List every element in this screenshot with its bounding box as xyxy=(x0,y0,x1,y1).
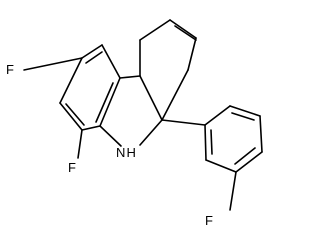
ring-d-bond-3 xyxy=(259,115,263,153)
ring-d-bond-2 xyxy=(229,105,261,117)
atom-label-fluorine-top: F xyxy=(6,62,14,77)
f-phenyl-bond xyxy=(229,171,237,211)
ring-a-bond-2 xyxy=(101,44,121,79)
ring-c-bond-3 xyxy=(169,19,197,39)
ring-d-bond-5 xyxy=(205,159,237,173)
ring-d-double-1 xyxy=(231,112,255,121)
ring-d-double-2 xyxy=(234,147,256,165)
ring-d-bond-1 xyxy=(204,105,231,126)
ring-b-bond-1 xyxy=(99,125,122,147)
atom-label-fluorine-bottom: F xyxy=(68,160,76,175)
atom-label-fluorine-phenyl: F xyxy=(205,213,213,228)
ring-a-double-2 xyxy=(95,82,114,123)
ring-c-bond-2 xyxy=(139,19,171,41)
ring-d-bond-6 xyxy=(204,124,207,161)
ring-a-bond-6 xyxy=(59,57,83,104)
ring-a-bond-1 xyxy=(81,44,103,59)
ring-d-bond-4 xyxy=(235,151,263,173)
ring-d-double-3 xyxy=(210,129,213,155)
ring-a-bond-3 xyxy=(99,77,121,127)
ring-b-bond-2 xyxy=(139,119,163,146)
linker-bond xyxy=(161,119,206,126)
ring-a-double-3 xyxy=(65,103,85,126)
ring-a-bond-4 xyxy=(81,125,101,131)
atom-label-nh: N H xyxy=(116,145,136,160)
ring-a-bond-5 xyxy=(59,102,83,131)
ring-c-bond-5 xyxy=(161,69,189,121)
ring-a-double-1 xyxy=(85,51,103,64)
structure-canvas: F F N H F xyxy=(6,19,263,228)
f-bottom-bond xyxy=(77,129,83,159)
bond-layer xyxy=(23,19,263,211)
ring-b-bond-4 xyxy=(119,75,141,79)
ring-c-bond-4 xyxy=(187,37,197,71)
f-top-bond xyxy=(23,57,83,71)
molecule-structure: F F N H F xyxy=(6,19,263,228)
ring-b-bond-3 xyxy=(139,75,163,121)
ring-c-double xyxy=(174,25,197,41)
